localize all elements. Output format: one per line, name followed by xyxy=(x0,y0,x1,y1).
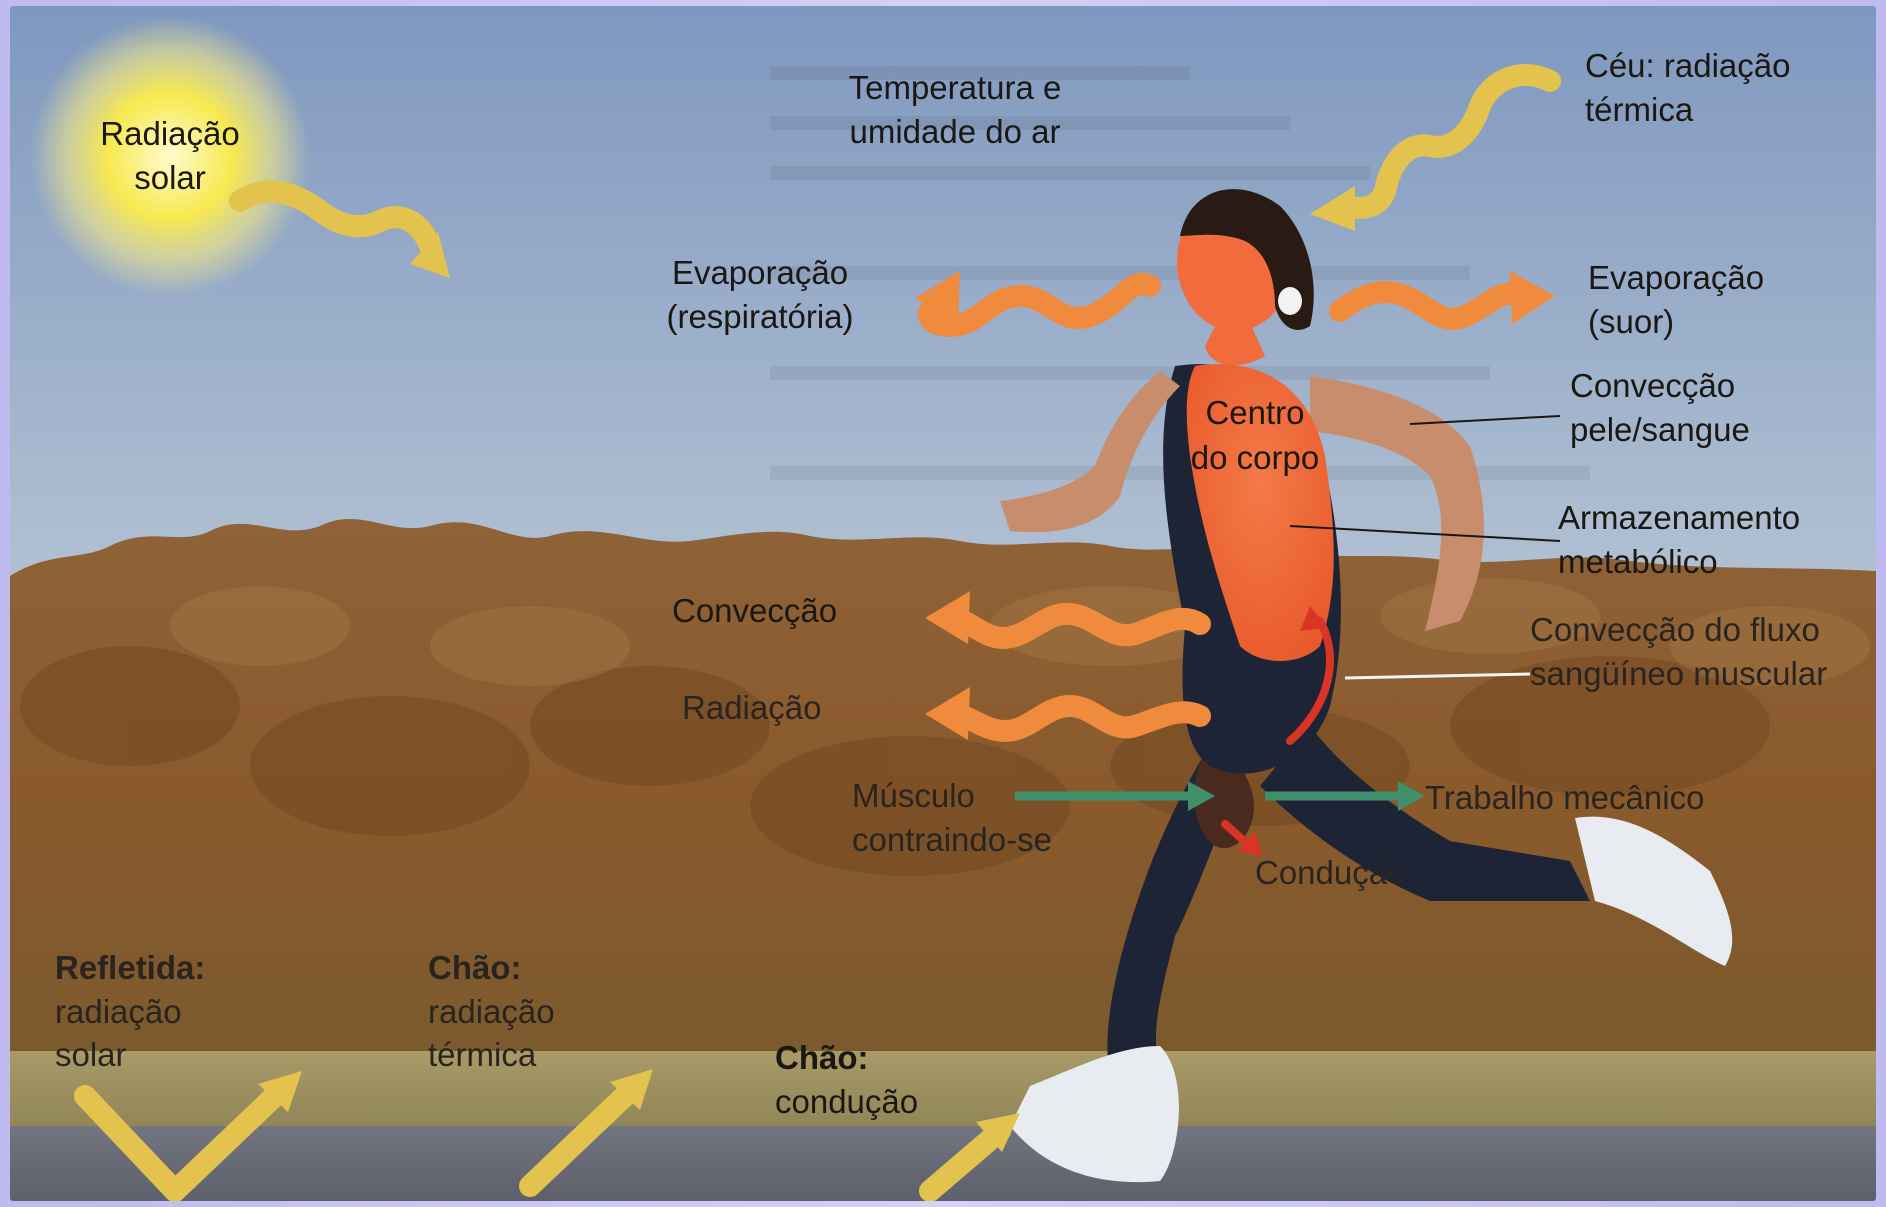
chao-rad-text: radiação térmica xyxy=(428,993,555,1074)
label-evap-resp: Evaporação (respiratória) xyxy=(630,251,890,338)
chao-cond-text: condução xyxy=(775,1083,918,1120)
chao-cond-title: Chão: xyxy=(775,1036,975,1080)
label-ceu-radiacao: Céu: radiação térmica xyxy=(1585,44,1845,131)
label-conv-pele: Convecção pele/sangue xyxy=(1570,364,1810,451)
label-radiacao: Radiação xyxy=(682,686,821,730)
label-chao-radiacao: Chão: radiação térmica xyxy=(428,946,608,1077)
label-radiacao-solar: Radiação solar xyxy=(70,112,270,199)
label-armazenamento: Armazenamento metabólico xyxy=(1558,496,1868,583)
label-refletida: Refletida: radiação solar xyxy=(55,946,245,1077)
label-evap-suor: Evaporação (suor) xyxy=(1588,256,1788,343)
label-chao-conducao: Chão: condução xyxy=(775,1036,975,1123)
refletida-text: radiação solar xyxy=(55,993,182,1074)
diagram-scene: Radiação solar Temperatura e umidade do … xyxy=(10,6,1876,1201)
label-centro-corpo: Centro do corpo xyxy=(1190,391,1320,480)
label-temp-umidade: Temperatura e umidade do ar xyxy=(805,66,1105,153)
scene-artwork xyxy=(10,6,1876,1201)
label-conv-fluxo: Convecção do fluxo sangüíneo muscular xyxy=(1530,608,1830,695)
label-musculo: Músculo contraindo-se xyxy=(852,774,1082,861)
label-conveccao: Convecção xyxy=(672,589,837,633)
chao-rad-title: Chão: xyxy=(428,946,608,990)
refletida-title: Refletida: xyxy=(55,946,245,990)
label-conducao: Condução xyxy=(1255,851,1405,895)
label-trabalho: Trabalho mecânico xyxy=(1425,776,1704,820)
